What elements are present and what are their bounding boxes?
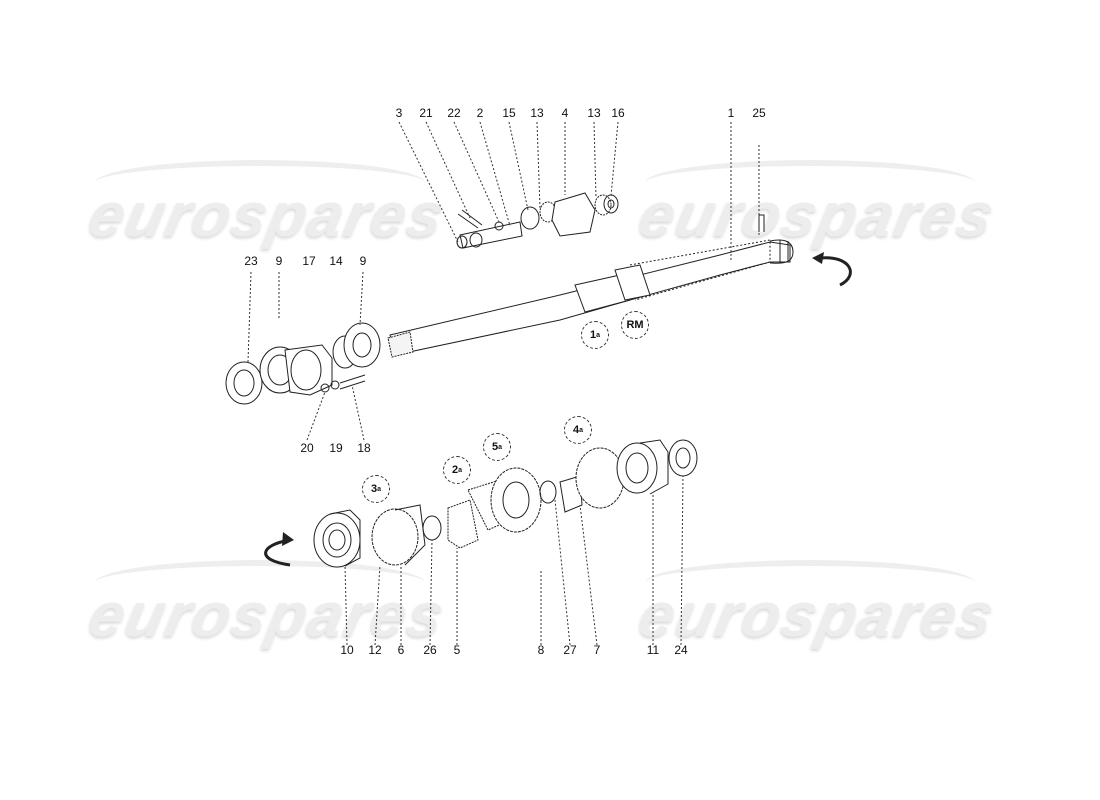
gear-badge-sup: a — [596, 331, 601, 339]
callout-label: 17 — [302, 254, 316, 268]
gear-badge-sup: a — [498, 443, 503, 451]
callout-label: 9 — [275, 254, 283, 268]
callout-label: 3 — [395, 106, 403, 120]
callout-label: 6 — [397, 643, 405, 657]
callout-label: 22 — [447, 106, 461, 120]
callout-label: 19 — [329, 441, 343, 455]
callout-label: 4 — [561, 106, 569, 120]
callout-label: 15 — [502, 106, 516, 120]
callout-label: 10 — [340, 643, 354, 657]
gear-badge-label: 3 — [370, 483, 378, 495]
gear-badge-label: 4 — [572, 424, 580, 436]
countershaft-assembly — [313, 439, 698, 568]
gear-badge-label: RM — [626, 319, 644, 331]
fork-shaft-assembly — [456, 192, 619, 249]
gear-badge-label: 2 — [451, 464, 459, 476]
callout-label: 16 — [611, 106, 625, 120]
rotation-arrow-icon — [819, 256, 852, 287]
callout-label: 5 — [453, 643, 461, 657]
callout-label: 13 — [530, 106, 544, 120]
callout-label: 26 — [423, 643, 437, 657]
gear-badge-sup: a — [377, 485, 382, 493]
callout-label: 27 — [563, 643, 577, 657]
watermark-swoosh — [95, 160, 425, 206]
callout-label: 25 — [752, 106, 766, 120]
callout-label: 2 — [476, 106, 484, 120]
gear-badge-reverse: RM — [621, 311, 649, 339]
main-shaft — [387, 239, 794, 358]
watermark-swoosh — [645, 560, 975, 606]
gear-badge-label: 5 — [491, 441, 499, 453]
leader-lines — [247, 121, 760, 646]
gear-badge-sup: a — [579, 426, 584, 434]
callout-label: 1 — [727, 106, 735, 120]
watermark-swoosh — [95, 560, 425, 606]
callout-label: 13 — [587, 106, 601, 120]
callout-label: 12 — [368, 643, 382, 657]
callout-label: 9 — [359, 254, 367, 268]
rotation-arrow-icon — [264, 538, 291, 567]
callout-label: 7 — [593, 643, 601, 657]
watermark-swoosh — [645, 160, 975, 206]
callout-label: 8 — [537, 643, 545, 657]
callout-label: 20 — [300, 441, 314, 455]
callout-label: 11 — [646, 643, 660, 657]
callout-label: 23 — [244, 254, 258, 268]
callout-label: 21 — [419, 106, 433, 120]
gear-badge-sup: a — [458, 466, 463, 474]
callout-label: 18 — [357, 441, 371, 455]
gear-badge-label: 1 — [589, 329, 597, 341]
callout-label: 14 — [329, 254, 343, 268]
callout-label: 24 — [674, 643, 688, 657]
front-bearing-assembly — [225, 322, 381, 405]
